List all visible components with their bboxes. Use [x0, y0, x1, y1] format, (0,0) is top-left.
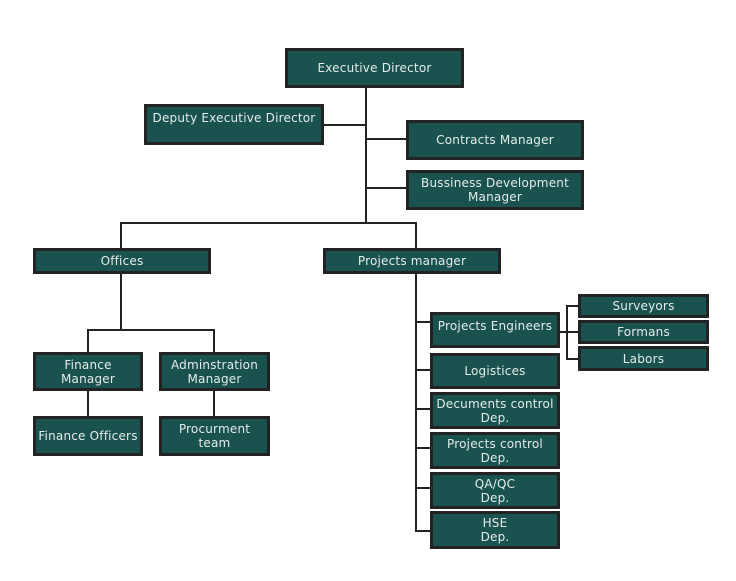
node-offices[interactable]: Offices	[33, 248, 211, 274]
connector-offices-drop	[120, 222, 122, 249]
node-projects-manager[interactable]: Projects manager	[323, 248, 501, 274]
node-finance-manager[interactable]: Finance Manager	[33, 352, 143, 391]
connector-projects-control	[415, 447, 431, 449]
node-documents-control[interactable]: Decuments control Dep.	[430, 392, 560, 429]
connector-offices-bar	[87, 329, 215, 331]
connector-deputy	[322, 124, 366, 126]
node-executive-director[interactable]: Executive Director	[285, 48, 464, 88]
node-deputy-executive-director[interactable]: Deputy Executive Director	[144, 104, 324, 145]
connector-hse	[415, 530, 431, 532]
connector-engineers-out	[559, 331, 579, 333]
connector-documents	[415, 408, 431, 410]
node-projects-engineers[interactable]: Projects Engineers	[430, 312, 560, 348]
node-hse[interactable]: HSE Dep.	[430, 511, 560, 549]
connector-logistics	[415, 369, 431, 371]
connector-surveyors	[566, 305, 579, 307]
connector-finance-drop	[87, 329, 89, 353]
connector-projects-drop	[415, 222, 417, 249]
node-surveyors[interactable]: Surveyors	[578, 294, 709, 318]
connector-procurement	[213, 389, 215, 417]
connector-field-trunk	[566, 305, 568, 360]
connector-finance-officers	[87, 389, 89, 417]
node-qa-qc[interactable]: QA/QC Dep.	[430, 472, 560, 509]
node-logistics[interactable]: Logistices	[430, 353, 560, 389]
connector-offices-trunk	[120, 273, 122, 331]
node-projects-control[interactable]: Projects control Dep.	[430, 432, 560, 469]
node-labors[interactable]: Labors	[578, 346, 709, 371]
node-contracts-manager[interactable]: Contracts Manager	[406, 120, 584, 160]
connector-engineers	[415, 321, 431, 323]
node-administration-manager[interactable]: Adminstration Manager	[159, 352, 270, 391]
node-finance-officers[interactable]: Finance Officers	[33, 416, 143, 456]
connector-qaqc	[415, 487, 431, 489]
connector-business	[366, 187, 407, 189]
connector-level2-bar	[120, 222, 417, 224]
connector-labors	[566, 358, 579, 360]
connector-contracts	[366, 138, 407, 140]
connector-projects-trunk	[415, 273, 417, 532]
node-business-development-manager[interactable]: Bussiness Development Manager	[406, 170, 584, 210]
node-formans[interactable]: Formans	[578, 320, 709, 344]
connector-admin-drop	[213, 329, 215, 353]
node-procurement-team[interactable]: Procurment team	[159, 416, 270, 456]
connector-exec-trunk	[365, 86, 367, 224]
